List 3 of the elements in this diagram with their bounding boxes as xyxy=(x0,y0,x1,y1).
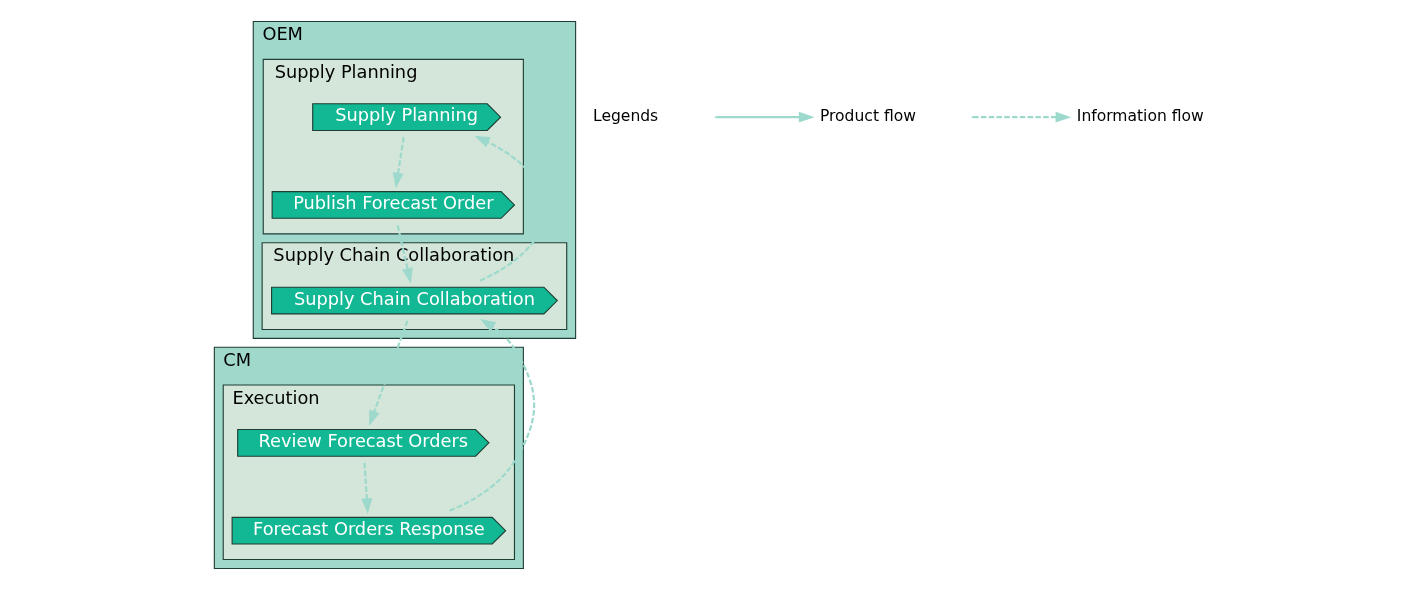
label: Legends xyxy=(593,107,659,126)
legend-label: Information flow xyxy=(1076,107,1204,126)
legend-label: Product flow xyxy=(819,107,916,126)
